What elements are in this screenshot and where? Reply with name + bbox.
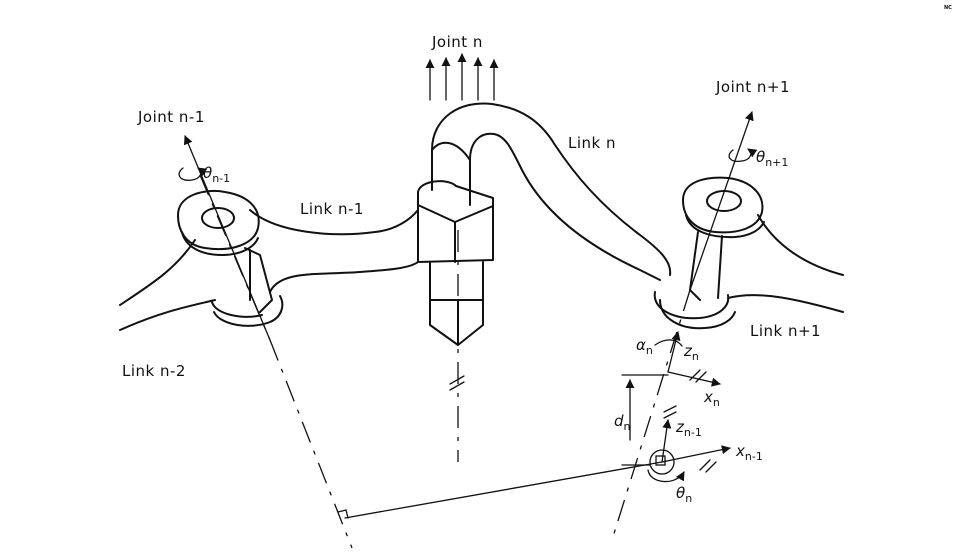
link-n-minus-1-body [249, 209, 419, 293]
link-n-minus-2-label: Link n-2 [122, 362, 186, 380]
alpha-n-arc [654, 339, 683, 347]
link-n-plus-1-label: Link n+1 [750, 322, 821, 340]
joint-n-arrows [425, 53, 499, 101]
link-n-minus-2-body [119, 239, 216, 331]
right-angle-mark [337, 509, 349, 519]
joint-n-label: Joint n [431, 33, 483, 51]
z-n-symbol: zn [683, 342, 699, 363]
theta-n-minus-1-symbol: θn-1 [203, 164, 230, 185]
corner-mark: NC [944, 5, 952, 11]
link-n-plus-1-body [727, 214, 844, 313]
joint-n-collar [417, 180, 494, 346]
theta-n-plus-1-symbol: θn+1 [756, 148, 788, 169]
d-n-symbol: dn [614, 412, 631, 433]
common-normal-line [344, 461, 663, 519]
joint-n-minus-1-label: Joint n-1 [137, 108, 205, 126]
alpha-n-symbol: αn [636, 336, 653, 357]
z-n-minus-1-axis [661, 419, 672, 463]
theta-n-symbol: θn [676, 484, 692, 505]
joint-n-minus-1-axis-mid [199, 174, 271, 341]
theta-n-rotation [647, 469, 685, 483]
joint-n-minus-1-axis-lower [269, 339, 353, 549]
joint-n-plus-1-axis-lower [611, 289, 691, 541]
theta-n-minus-1-rotation [178, 167, 208, 181]
x-n-axis [667, 371, 721, 387]
link-n-minus-1-label: Link n-1 [300, 200, 364, 218]
theta-n-plus-1-rotation [728, 148, 758, 162]
x-n-symbol: xn [703, 388, 720, 409]
link-n-label: Link n [568, 134, 616, 152]
joint-n-plus-1-label: Joint n+1 [715, 78, 790, 96]
z-n-minus-1-symbol: zn-1 [675, 418, 702, 439]
joint-n-plus-1-housing [653, 176, 765, 330]
link-n-body [431, 102, 672, 281]
origin-n-minus-1-circle [649, 449, 675, 475]
origin-square [655, 455, 666, 466]
z-n-axis [667, 331, 681, 373]
joint-n-plus-1-axis-upper [689, 111, 754, 291]
x-n-minus-1-symbol: xn-1 [735, 442, 763, 463]
